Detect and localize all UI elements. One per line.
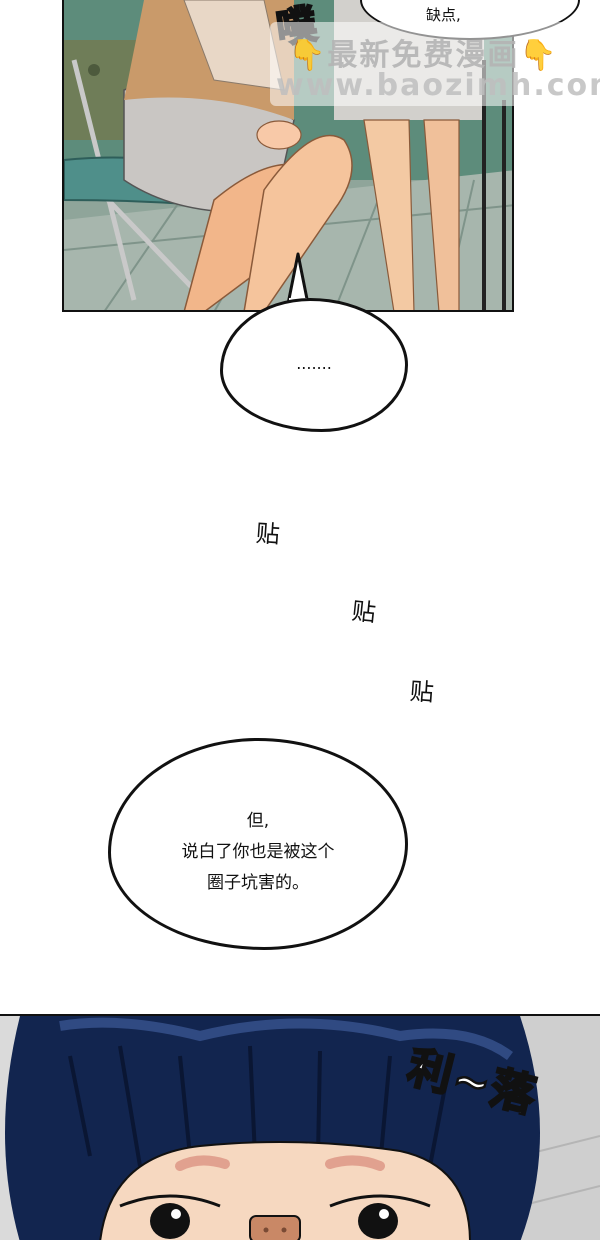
top-bubble-text: 缺点, bbox=[426, 6, 461, 24]
speech-bubble-ellipsis bbox=[220, 298, 408, 432]
bottom-comic-panel bbox=[0, 1014, 600, 1240]
bottom-panel-illustration bbox=[0, 1016, 600, 1240]
bubble-2-text: 但, 说白了你也是被这个 圈子坑害的。 bbox=[108, 806, 408, 899]
watermark-box bbox=[270, 22, 580, 106]
watermark-title: 👇最新免费漫画👇 bbox=[288, 38, 559, 73]
bubble-2-line-3: 圈子坑害的。 bbox=[207, 873, 309, 893]
sfx-tie-2: 贴 bbox=[350, 596, 378, 628]
bubble-2-line-1: 但, bbox=[246, 811, 270, 831]
bubble-1-text: ....... bbox=[296, 354, 332, 373]
sfx-tie-3: 贴 bbox=[408, 677, 435, 707]
speech-bubble-main bbox=[108, 738, 408, 950]
sfx-tie-1: 贴 bbox=[254, 519, 281, 549]
bubble-2-line-2: 说白了你也是被这个 bbox=[181, 842, 335, 862]
watermark-url: www.baozimh.com bbox=[276, 68, 600, 103]
